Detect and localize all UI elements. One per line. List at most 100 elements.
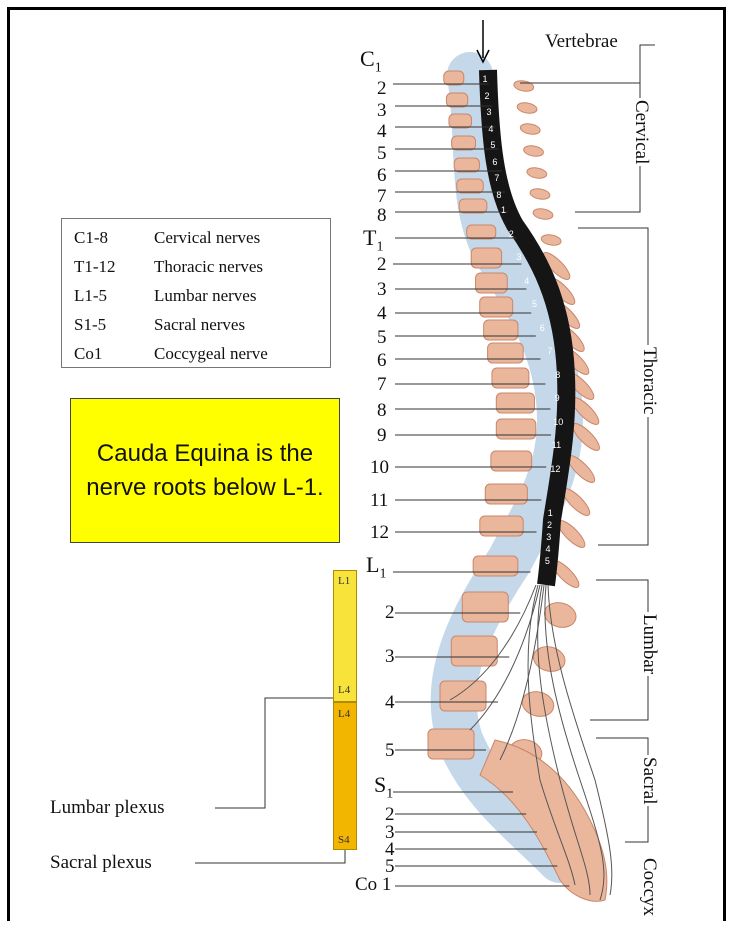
vertebral-body xyxy=(492,368,529,388)
legend-code: C1-8 xyxy=(74,228,154,248)
label-l5: 5 xyxy=(385,740,395,762)
legend-label: Thoracic nerves xyxy=(154,257,263,277)
vertebral-body xyxy=(457,179,484,193)
plexus-tag-s4: S4 xyxy=(338,834,350,846)
label-t12: 12 xyxy=(370,522,389,544)
cord-segment-number: 11 xyxy=(552,440,561,450)
vertebral-body xyxy=(491,451,532,471)
label-t3: 3 xyxy=(377,279,387,301)
cord-segment-number: 7 xyxy=(494,173,499,183)
label-t7: 7 xyxy=(377,374,387,396)
label-co1: Co 1 xyxy=(355,874,391,896)
label-t2: 2 xyxy=(377,254,387,276)
sacral-plexus-label: Sacral plexus xyxy=(50,852,152,874)
cord-segment-number: 1 xyxy=(501,205,506,215)
vertebral-body xyxy=(496,393,534,413)
cord-segment-number: 4 xyxy=(488,124,493,134)
cord-segment-number: 8 xyxy=(555,370,560,380)
lumbar-plexus-line xyxy=(215,698,333,808)
cord-segment-number: 1 xyxy=(482,74,487,84)
spinous-process xyxy=(516,101,537,114)
spinous-process xyxy=(519,688,556,719)
cord-segment-number: 7 xyxy=(548,346,553,356)
spinous-process xyxy=(542,599,579,630)
spinous-process xyxy=(520,122,541,135)
cord-segment-number: 5 xyxy=(532,299,537,309)
spinous-process xyxy=(529,187,550,200)
cauda-equina-note: Cauda Equina is the nerve roots below L-… xyxy=(70,398,340,543)
label-c2: 2 xyxy=(377,78,387,100)
legend-code: T1-12 xyxy=(74,257,154,277)
vertebral-body xyxy=(473,556,518,576)
cord-segment-number: 4 xyxy=(524,276,529,286)
legend-row: S1-5Sacral nerves xyxy=(74,310,330,339)
spinous-process xyxy=(532,207,553,220)
vertebral-body xyxy=(484,320,518,340)
cord-segment-number: 3 xyxy=(546,532,551,542)
label-t5: 5 xyxy=(377,327,387,349)
vertebral-body xyxy=(496,419,536,439)
sacral-plexus-bar xyxy=(333,702,357,850)
label-t1: T1 xyxy=(363,225,383,255)
vertebral-body xyxy=(454,158,479,172)
cord-segment-number: 3 xyxy=(486,107,491,117)
cord-segment-number: 9 xyxy=(555,393,560,403)
label-t4: 4 xyxy=(377,303,387,325)
legend-label: Coccygeal nerve xyxy=(154,344,268,364)
vertebral-body xyxy=(488,343,524,363)
cord-segment-number: 6 xyxy=(540,323,545,333)
label-l2: 2 xyxy=(385,602,395,624)
label-s1: S1 xyxy=(374,772,393,802)
plexus-tag-l1: L1 xyxy=(338,575,350,587)
label-l1: L1 xyxy=(366,552,386,582)
label-t9: 9 xyxy=(377,425,387,447)
cord-segment-number: 5 xyxy=(545,556,550,566)
vertebral-body xyxy=(444,71,464,85)
vertebral-body xyxy=(476,273,508,293)
legend-label: Sacral nerves xyxy=(154,315,245,335)
lumbar-plexus-label: Lumbar plexus xyxy=(50,797,165,819)
vertebral-body xyxy=(451,636,497,666)
lumbar-plexus-bar xyxy=(333,570,357,702)
region-cervical: Cervical xyxy=(630,98,652,166)
label-c3: 3 xyxy=(377,100,387,122)
vertebrae-heading: Vertebrae xyxy=(545,31,618,53)
cord-segment-number: 2 xyxy=(547,520,552,530)
region-lumbar: Lumbar xyxy=(638,612,660,676)
cord-segment-number: 3 xyxy=(517,252,522,262)
region-sacral: Sacral xyxy=(638,755,660,806)
vertebral-body xyxy=(440,681,486,711)
vertebral-body xyxy=(446,93,467,107)
vertebral-body xyxy=(480,297,513,317)
label-t10: 10 xyxy=(370,457,389,479)
sacral-plexus-line xyxy=(195,850,345,863)
region-coccyx: Coccyx xyxy=(638,856,660,918)
spinous-process xyxy=(523,144,544,157)
cord-segment-number: 2 xyxy=(509,229,514,239)
vertebral-body xyxy=(485,484,527,504)
plexus-tag-l4-lower: L4 xyxy=(338,708,350,720)
spinous-process xyxy=(540,233,561,246)
vertebral-body xyxy=(480,516,523,536)
plexus-tag-l4-upper: L4 xyxy=(338,684,350,696)
legend-code: L1-5 xyxy=(74,286,154,306)
label-t6: 6 xyxy=(377,350,387,372)
vertebral-body xyxy=(452,136,476,150)
vertebral-body xyxy=(467,225,496,239)
vertebral-body xyxy=(449,114,472,128)
label-c6: 6 xyxy=(377,165,387,187)
legend-label: Lumbar nerves xyxy=(154,286,256,306)
label-t8: 8 xyxy=(377,400,387,422)
label-c4: 4 xyxy=(377,121,387,143)
cord-segment-number: 4 xyxy=(546,544,551,554)
legend-code: S1-5 xyxy=(74,315,154,335)
cord-segment-number: 2 xyxy=(484,91,489,101)
cord-segment-number: 5 xyxy=(490,140,495,150)
label-c8: 8 xyxy=(377,205,387,227)
vertebral-body xyxy=(471,248,501,268)
